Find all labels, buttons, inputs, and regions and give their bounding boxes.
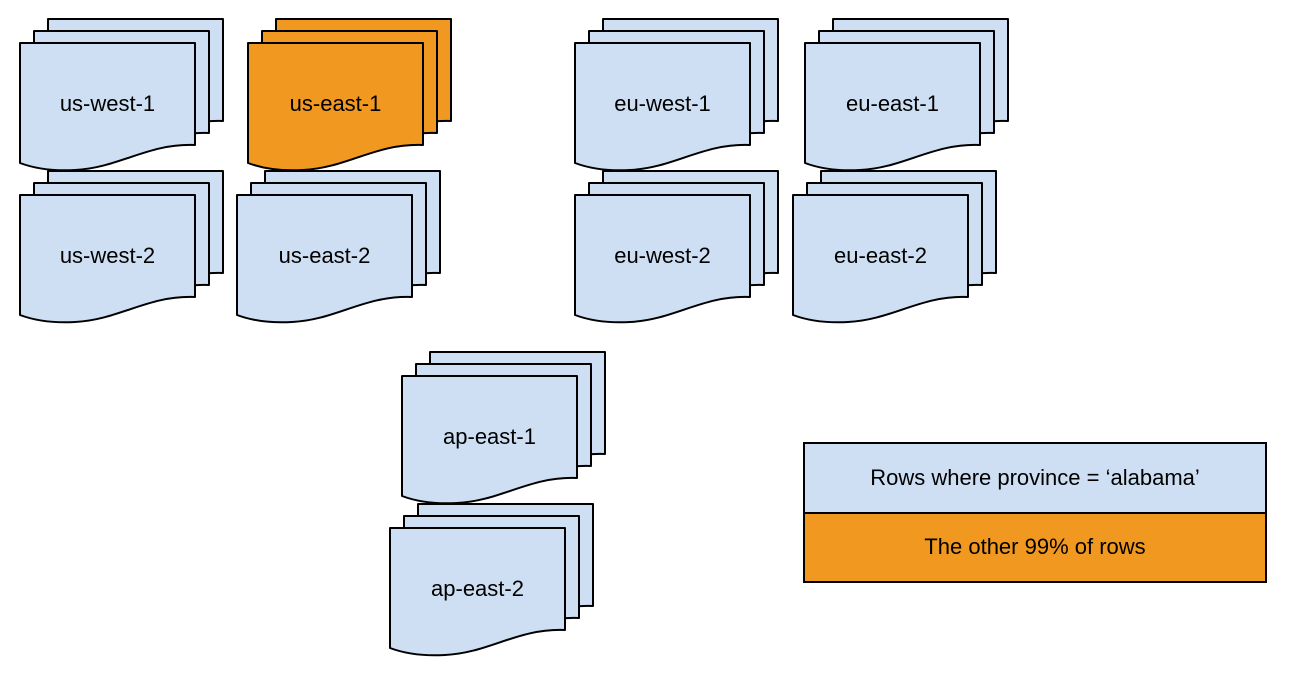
region-stack-eu-east-1: eu-east-1 (803, 17, 1013, 175)
documents-icon (574, 170, 779, 324)
documents-icon (236, 170, 441, 324)
region-stack-us-west-2: us-west-2 (18, 169, 228, 327)
region-stack-eu-west-1: eu-west-1 (573, 17, 783, 175)
documents-icon (804, 18, 1009, 172)
documents-icon (792, 170, 997, 324)
region-stack-us-east-1: us-east-1 (246, 17, 456, 175)
documents-icon (574, 18, 779, 172)
documents-icon (19, 170, 224, 324)
documents-icon (401, 351, 606, 505)
documents-icon (19, 18, 224, 172)
documents-icon (247, 18, 452, 172)
region-stack-ap-east-1: ap-east-1 (400, 350, 610, 508)
region-stack-us-west-1: us-west-1 (18, 17, 228, 175)
legend: Rows where province = ‘alabama’ The othe… (803, 442, 1267, 583)
region-stack-ap-east-2: ap-east-2 (388, 502, 598, 660)
legend-item-label: The other 99% of rows (924, 534, 1146, 560)
region-stack-eu-east-2: eu-east-2 (791, 169, 1001, 327)
region-stack-us-east-2: us-east-2 (235, 169, 445, 327)
documents-icon (389, 503, 594, 657)
region-stack-eu-west-2: eu-west-2 (573, 169, 783, 327)
legend-item-alabama-rows: Rows where province = ‘alabama’ (805, 444, 1265, 512)
legend-item-other-rows: The other 99% of rows (805, 511, 1265, 581)
legend-item-label: Rows where province = ‘alabama’ (870, 464, 1200, 490)
